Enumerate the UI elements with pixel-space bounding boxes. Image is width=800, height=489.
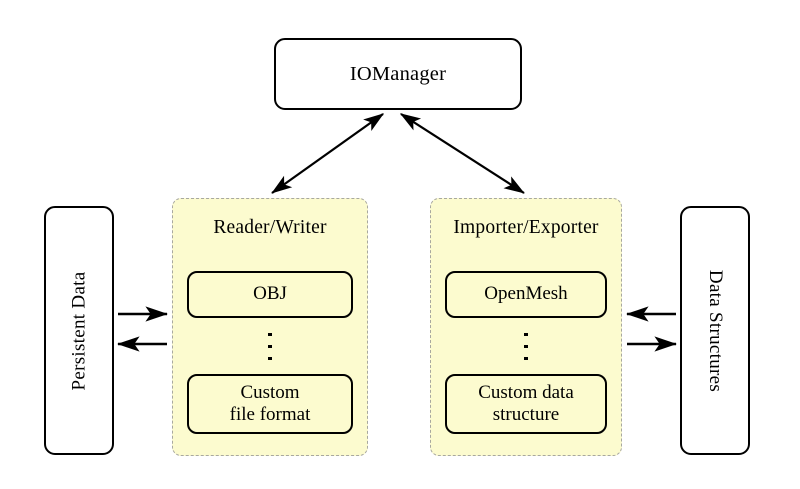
item-custom-data-structure-label: Custom data structure	[478, 382, 574, 427]
iomanager-label: IOManager	[349, 62, 447, 85]
group-reader-writer: Reader/Writer OBJ Custom file format	[172, 198, 368, 456]
item-openmesh[interactable]: OpenMesh	[445, 271, 607, 318]
item-openmesh-label: OpenMesh	[484, 283, 568, 305]
arrow-iomanager-readerwriter	[271, 113, 385, 194]
data-structures-label: Data Structures	[705, 269, 726, 392]
item-custom-data-structure-line2: structure	[492, 404, 560, 425]
item-custom-file-format-line2: file format	[229, 404, 311, 425]
node-persistent-data[interactable]: Persistent Data	[44, 206, 114, 455]
group-importer-exporter-title: Importer/Exporter	[453, 217, 599, 238]
item-custom-file-format[interactable]: Custom file format	[187, 374, 353, 434]
arrow-iomanager-importerexporter	[399, 113, 525, 194]
reader-writer-ellipsis-icon	[173, 333, 367, 361]
node-data-structures[interactable]: Data Structures	[680, 206, 750, 455]
persistent-data-label: Persistent Data	[68, 270, 90, 391]
item-obj-label: OBJ	[253, 283, 287, 305]
importer-exporter-ellipsis-icon	[431, 333, 621, 361]
item-custom-file-format-line1: Custom	[240, 381, 300, 403]
item-custom-data-structure-line1: Custom data	[478, 381, 574, 403]
item-custom-data-structure[interactable]: Custom data structure	[445, 374, 607, 434]
node-iomanager[interactable]: IOManager	[274, 38, 522, 110]
group-reader-writer-title: Reader/Writer	[213, 217, 327, 238]
group-importer-exporter: Importer/Exporter OpenMesh Custom data s…	[430, 198, 622, 456]
item-obj[interactable]: OBJ	[187, 271, 353, 318]
item-custom-file-format-label: Custom file format	[230, 382, 311, 427]
